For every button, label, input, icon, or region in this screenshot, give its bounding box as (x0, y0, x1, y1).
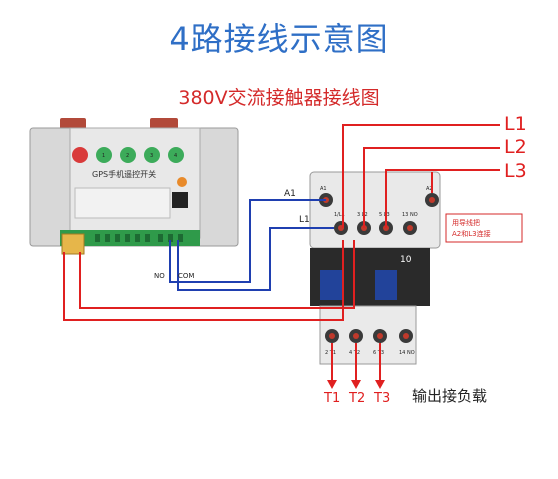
wire-label-com: COM (178, 272, 194, 280)
button-label-4: 4 (174, 153, 177, 159)
wire-label-a1: A1 (284, 189, 296, 199)
wires (63, 124, 500, 382)
term-l1: 1/L1 (334, 212, 345, 218)
term-l2: 3 L2 (357, 212, 368, 218)
diagram-subtitle: 380V交流接触器接线图 (178, 87, 380, 109)
term-l3: 5 L3 (379, 212, 390, 218)
button-label-1: 1 (102, 153, 105, 159)
term-a1: A1 (320, 186, 327, 192)
wire-label-no: NO (154, 272, 165, 280)
term-13no: 13 NO (402, 212, 418, 218)
wire-label-l1: L1 (299, 215, 310, 225)
output-label-t1: T1 (323, 391, 340, 406)
phase-label-l1: L1 (504, 113, 527, 135)
note-line-2: A2和L3连接 (452, 229, 491, 238)
term-t1: 2 T1 (325, 350, 336, 356)
button-label-2: 2 (126, 153, 129, 159)
note-box: 用导线把 A2和L3连接 (445, 213, 523, 243)
output-label-t3: T3 (373, 391, 390, 406)
note-line-1: 用导线把 (452, 218, 480, 227)
term-14no: 14 NO (399, 350, 415, 356)
contactor-model: 10 (400, 255, 412, 265)
phase-label-l3: L3 (504, 160, 527, 182)
term-t2: 4 T2 (349, 350, 360, 356)
controller-panel-text: GPS手机遥控开关 (92, 169, 156, 179)
term-t3: 6 T3 (373, 350, 384, 356)
phase-label-l2: L2 (504, 136, 527, 158)
ac-contactor: 10 A1 1/L1 3 L2 5 L3 13 NO A2 2 T1 4 T2 … (309, 171, 441, 365)
output-label-t2: T2 (348, 391, 365, 406)
gps-controller-module: 1 2 3 4 GPS手机遥控开关 (29, 118, 239, 255)
load-label: 输出接负载 (412, 387, 487, 405)
button-label-3: 3 (150, 153, 153, 159)
page-title: 4路接线示意图 (169, 20, 389, 58)
term-a2: A2 (426, 186, 433, 192)
